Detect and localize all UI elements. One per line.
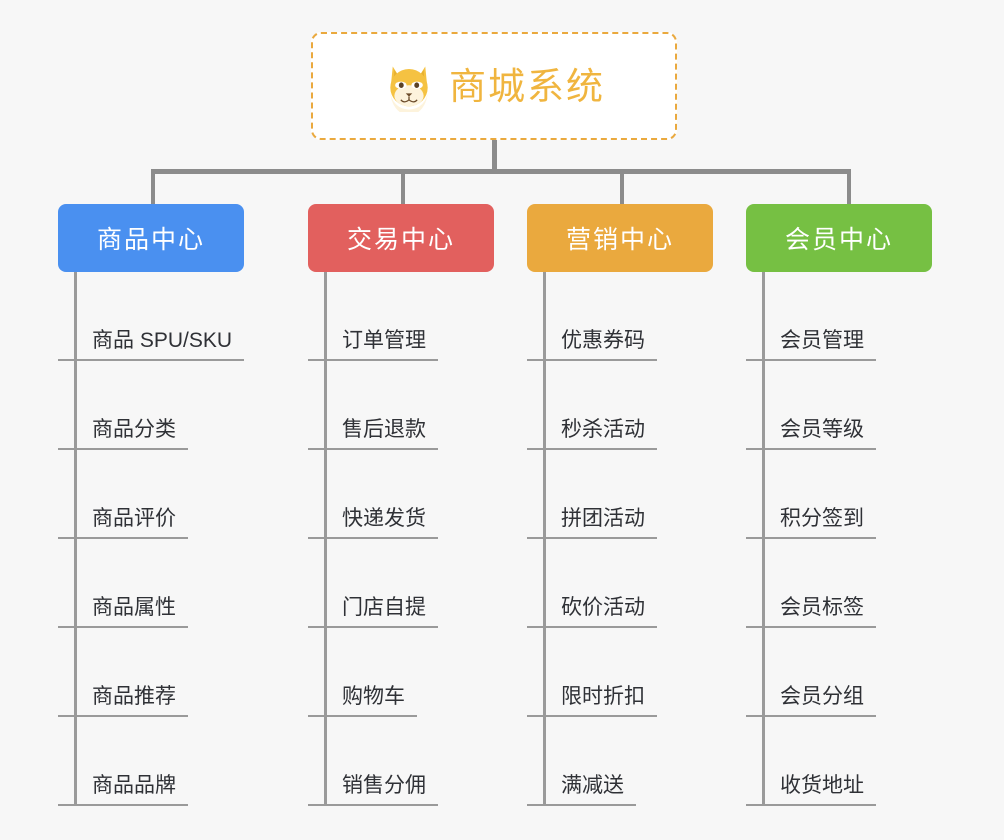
list-item[interactable]: 商品分类: [58, 361, 244, 450]
list-item[interactable]: 商品 SPU/SKU: [58, 272, 245, 361]
list-item[interactable]: 优惠券码: [527, 272, 657, 361]
list-item[interactable]: 商品品牌: [58, 717, 244, 806]
leaf-label: 收货地址: [746, 774, 876, 806]
root-title: 商城系统: [449, 65, 605, 107]
root-node[interactable]: 商城系统: [311, 32, 677, 140]
leaf-label: 购物车: [308, 685, 417, 717]
leaf-label: 会员标签: [746, 596, 876, 628]
list-item[interactable]: 收货地址: [746, 717, 876, 806]
connector-drop-3: [620, 169, 624, 207]
list-item[interactable]: 销售分佣: [308, 717, 438, 806]
list-item[interactable]: 积分签到: [746, 450, 876, 539]
list-item[interactable]: 会员标签: [746, 539, 876, 628]
connector-drop-2: [401, 169, 405, 207]
category-header-trade[interactable]: 交易中心: [308, 204, 494, 272]
category-title: 会员中心: [784, 226, 893, 254]
leaf-label: 商品分类: [58, 418, 188, 450]
category-column-product: 商品中心 商品 SPU/SKU 商品分类 商品评价 商品属性 商品推荐 商品品牌: [58, 204, 245, 806]
list-item[interactable]: 会员管理: [746, 272, 876, 361]
leaf-label: 商品评价: [58, 507, 188, 539]
list-item[interactable]: 会员等级: [746, 361, 876, 450]
list-item[interactable]: 门店自提: [308, 539, 438, 628]
leaf-label: 会员等级: [746, 418, 876, 450]
leaf-list-marketing: 优惠券码 秒杀活动 拼团活动 砍价活动 限时折扣 满减送: [527, 272, 657, 806]
leaf-label: 会员管理: [746, 329, 876, 361]
category-title: 商品中心: [96, 226, 205, 254]
list-item[interactable]: 满减送: [527, 717, 657, 806]
leaf-label: 满减送: [527, 774, 636, 806]
connector-root-stem: [492, 140, 497, 173]
leaf-label: 砍价活动: [527, 596, 657, 628]
category-header-product[interactable]: 商品中心: [58, 204, 244, 272]
leaf-label: 限时折扣: [527, 685, 657, 717]
leaf-label: 商品属性: [58, 596, 188, 628]
list-item[interactable]: 砍价活动: [527, 539, 657, 628]
leaf-label: 拼团活动: [527, 507, 657, 539]
leaf-label: 商品品牌: [58, 774, 188, 806]
column-trunk: [762, 272, 765, 806]
category-header-member[interactable]: 会员中心: [746, 204, 932, 272]
column-trunk: [74, 272, 77, 806]
leaf-label: 秒杀活动: [527, 418, 657, 450]
leaf-label: 会员分组: [746, 685, 876, 717]
leaf-label: 销售分佣: [308, 774, 438, 806]
leaf-list-member: 会员管理 会员等级 积分签到 会员标签 会员分组 收货地址: [746, 272, 876, 806]
connector-drop-4: [847, 169, 851, 207]
column-trunk: [324, 272, 327, 806]
leaf-label: 订单管理: [308, 329, 438, 361]
leaf-label: 快递发货: [308, 507, 438, 539]
leaf-label: 优惠券码: [527, 329, 657, 361]
list-item[interactable]: 限时折扣: [527, 628, 657, 717]
category-title: 营销中心: [565, 226, 674, 254]
category-header-marketing[interactable]: 营销中心: [527, 204, 713, 272]
leaf-list-trade: 订单管理 售后退款 快递发货 门店自提 购物车 销售分佣: [308, 272, 438, 806]
list-item[interactable]: 购物车: [308, 628, 438, 717]
connector-horizontal-bus: [151, 169, 851, 174]
list-item[interactable]: 订单管理: [308, 272, 438, 361]
leaf-label: 商品推荐: [58, 685, 188, 717]
list-item[interactable]: 快递发货: [308, 450, 438, 539]
list-item[interactable]: 商品推荐: [58, 628, 244, 717]
list-item[interactable]: 会员分组: [746, 628, 876, 717]
list-item[interactable]: 秒杀活动: [527, 361, 657, 450]
shiba-dog-face-icon: [390, 66, 428, 112]
column-trunk: [543, 272, 546, 806]
list-item[interactable]: 商品属性: [58, 539, 244, 628]
list-item[interactable]: 商品评价: [58, 450, 244, 539]
category-column-member: 会员中心 会员管理 会员等级 积分签到 会员标签 会员分组 收货地址: [746, 204, 932, 806]
category-column-trade: 交易中心 订单管理 售后退款 快递发货 门店自提 购物车 销售分佣: [308, 204, 494, 806]
leaf-list-product: 商品 SPU/SKU 商品分类 商品评价 商品属性 商品推荐 商品品牌: [58, 272, 245, 806]
category-title: 交易中心: [346, 226, 455, 254]
list-item[interactable]: 拼团活动: [527, 450, 657, 539]
connector-drop-1: [151, 169, 155, 207]
category-column-marketing: 营销中心 优惠券码 秒杀活动 拼团活动 砍价活动 限时折扣 满减送: [527, 204, 713, 806]
leaf-label: 售后退款: [308, 418, 438, 450]
leaf-label: 商品 SPU/SKU: [58, 329, 245, 361]
leaf-label: 门店自提: [308, 596, 438, 628]
leaf-label: 积分签到: [746, 507, 876, 539]
list-item[interactable]: 售后退款: [308, 361, 438, 450]
